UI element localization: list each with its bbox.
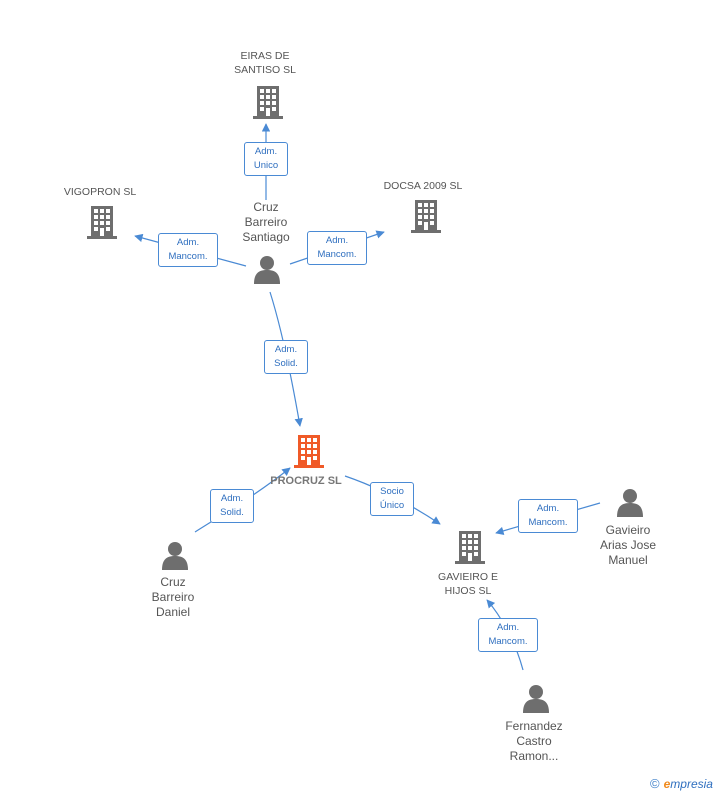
edge-label-adm-solid: Adm. Solid. [264,340,308,374]
edge-label-line2: Solid. [274,358,298,369]
edge-label-adm-unico: Adm. Unico [244,142,288,176]
building-icon[interactable] [294,435,324,468]
edge-label-adm-mancom: Adm. Mancom. [518,499,578,533]
building-icon[interactable] [87,206,117,239]
company-label-docsa[interactable]: DOCSA 2009 SL [383,180,463,192]
person-icon[interactable] [254,256,280,284]
edge-label-line1: Socio [380,486,404,497]
company-label-vigopron[interactable]: VIGOPRON SL [63,186,137,198]
building-icon[interactable] [253,86,283,119]
edge-label-line2: Mancom. [168,251,208,262]
edge-label-line2: Solid. [220,507,244,518]
edge-label-line2: Mancom. [528,517,568,528]
edge-label-adm-mancom: Adm. Mancom. [478,618,538,652]
edge-label-line2: Unico [253,160,279,171]
edge-label-line1: Adm. [325,235,349,246]
edge-label-adm-solid: Adm. Solid. [210,489,254,523]
edge-label-line2: Único [379,500,405,511]
edge-label-line2: Mancom. [488,636,528,647]
person-label-cruz-santiago[interactable]: Cruz Barreiro Santiago [242,200,290,244]
edge-label-line1: Adm. [254,146,278,157]
edge-label-adm-mancom: Adm. Mancom. [307,231,367,265]
person-label-gavieiro-arias[interactable]: Gavieiro Arias Jose Manuel [599,523,657,567]
copyright-icon: © [650,776,660,791]
edge-label-line1: Adm. [496,622,520,633]
brand-name: mpresia [670,777,713,791]
edge-label-line1: Adm. [176,237,200,248]
edge-label-line1: Adm. [274,344,298,355]
company-label-gavieiro-hijos[interactable]: GAVIEIRO E HIJOS SL [438,571,498,597]
building-icon[interactable] [455,531,485,564]
company-label-procruz[interactable]: PROCRUZ SL [270,475,342,487]
brand-e: e [663,777,671,791]
brand-footer: ©empresia [650,776,713,791]
edge-label-line1: Adm. [220,493,244,504]
person-label-fernandez[interactable]: Fernandez Castro Ramon... [505,719,563,763]
edge-label-line2: Mancom. [317,249,357,260]
person-label-cruz-daniel[interactable]: Cruz Barreiro Daniel [151,575,195,619]
edge-label-adm-mancom: Adm. Mancom. [158,233,218,267]
edge-label-line1: Adm. [536,503,560,514]
edge-label-socio-unico: Socio Único [370,482,414,516]
person-icon[interactable] [523,685,549,713]
person-icon[interactable] [617,489,643,517]
person-icon[interactable] [162,542,188,570]
company-label-eiras[interactable]: EIRAS DE SANTISO SL [234,50,296,76]
building-icon[interactable] [411,200,441,233]
